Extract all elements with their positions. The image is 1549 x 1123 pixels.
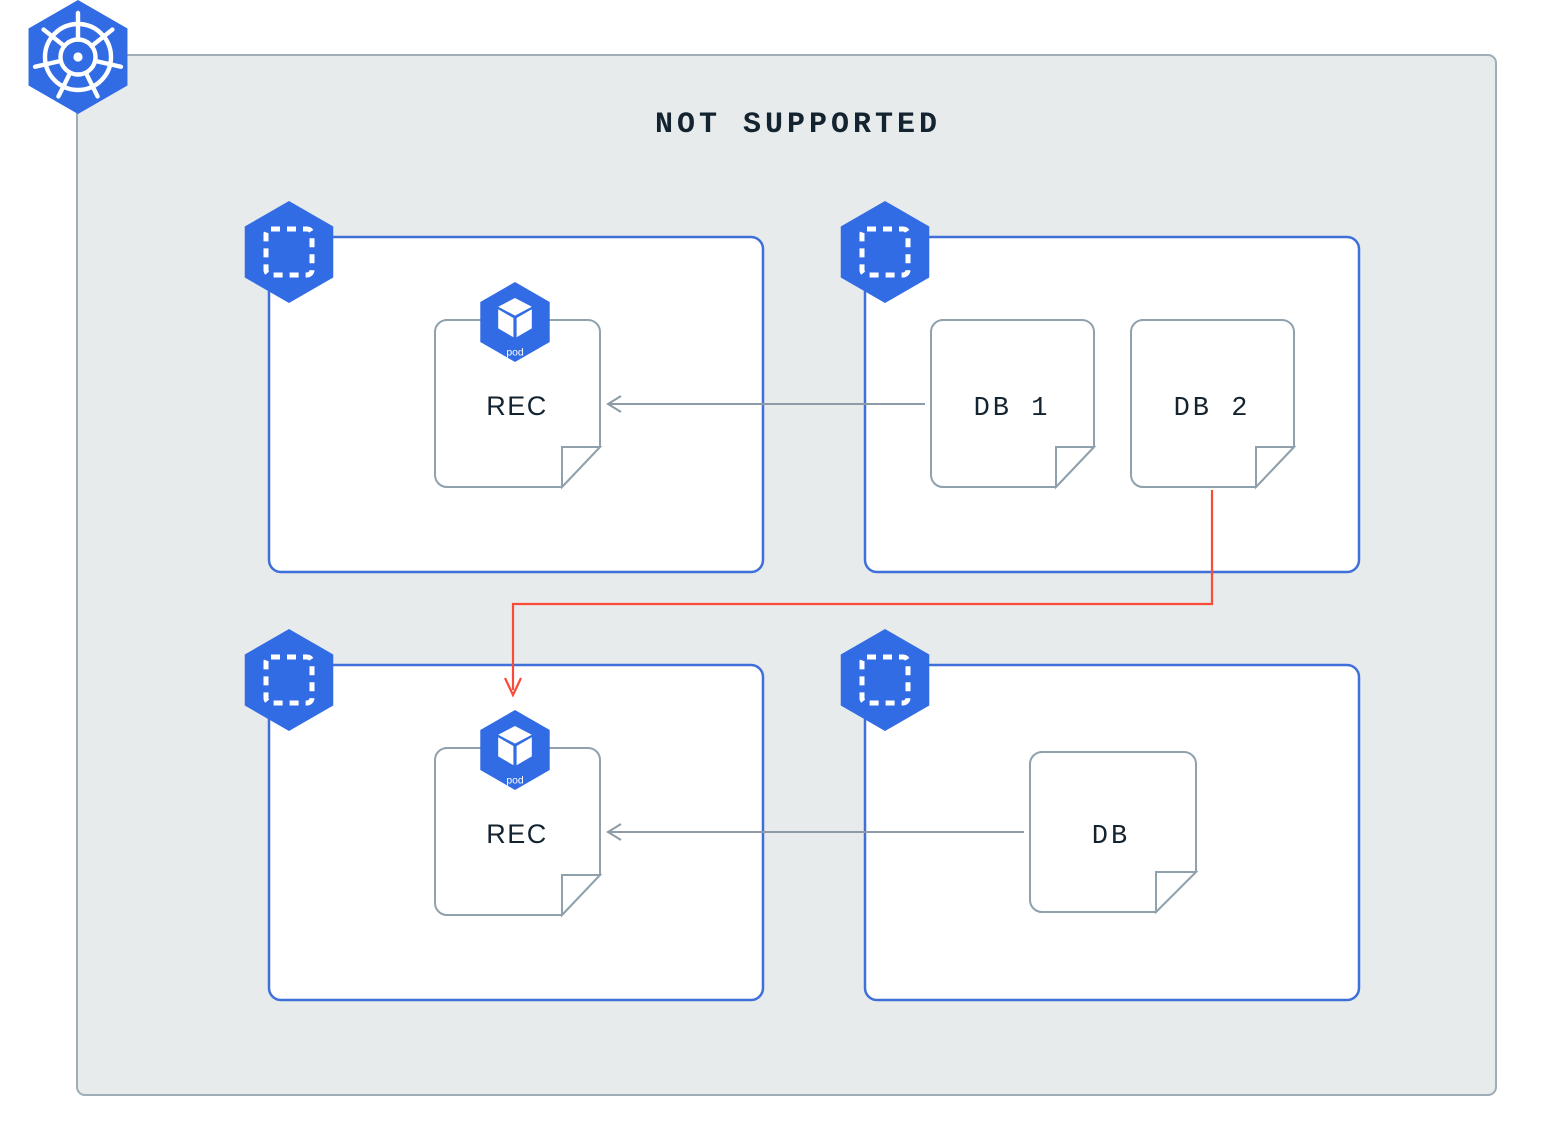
shape-label-db1: DB 1 <box>974 394 1051 424</box>
pod-cube-glyph <box>498 726 532 766</box>
shape-rec-bottom[interactable]: REC <box>434 747 603 918</box>
shape-db2[interactable]: DB 2 <box>1130 319 1297 490</box>
shape-label-rec-top: REC <box>486 391 548 421</box>
pod-icon: pod <box>480 710 550 790</box>
pod-icon-label: pod <box>506 776 524 787</box>
shape-db-single[interactable]: DB <box>1029 751 1199 915</box>
namespace-icon-bottom-left <box>244 629 334 731</box>
connection-db-to-rec-bottom <box>606 823 1024 841</box>
shape-label-rec-bottom: REC <box>486 819 548 849</box>
connection-db2-to-rec-bottom-not-supported <box>504 490 1214 698</box>
page-title: NOT SUPPORTED <box>655 108 941 142</box>
shape-label-db2: DB 2 <box>1174 394 1251 424</box>
kubernetes-wheel-icon <box>28 0 128 114</box>
namespace-icon-bottom-right <box>840 629 930 731</box>
shape-rec-top[interactable]: REC <box>434 319 603 490</box>
connection-db1-to-rec-top <box>606 395 925 413</box>
shape-db1[interactable]: DB 1 <box>930 319 1097 490</box>
namespace-icon-top-right <box>840 201 930 303</box>
namespace-icon-top-left <box>244 201 334 303</box>
shape-label-db-single: DB <box>1092 822 1130 852</box>
pod-icon-label: pod <box>506 348 524 359</box>
pod-icon: pod <box>480 282 550 362</box>
